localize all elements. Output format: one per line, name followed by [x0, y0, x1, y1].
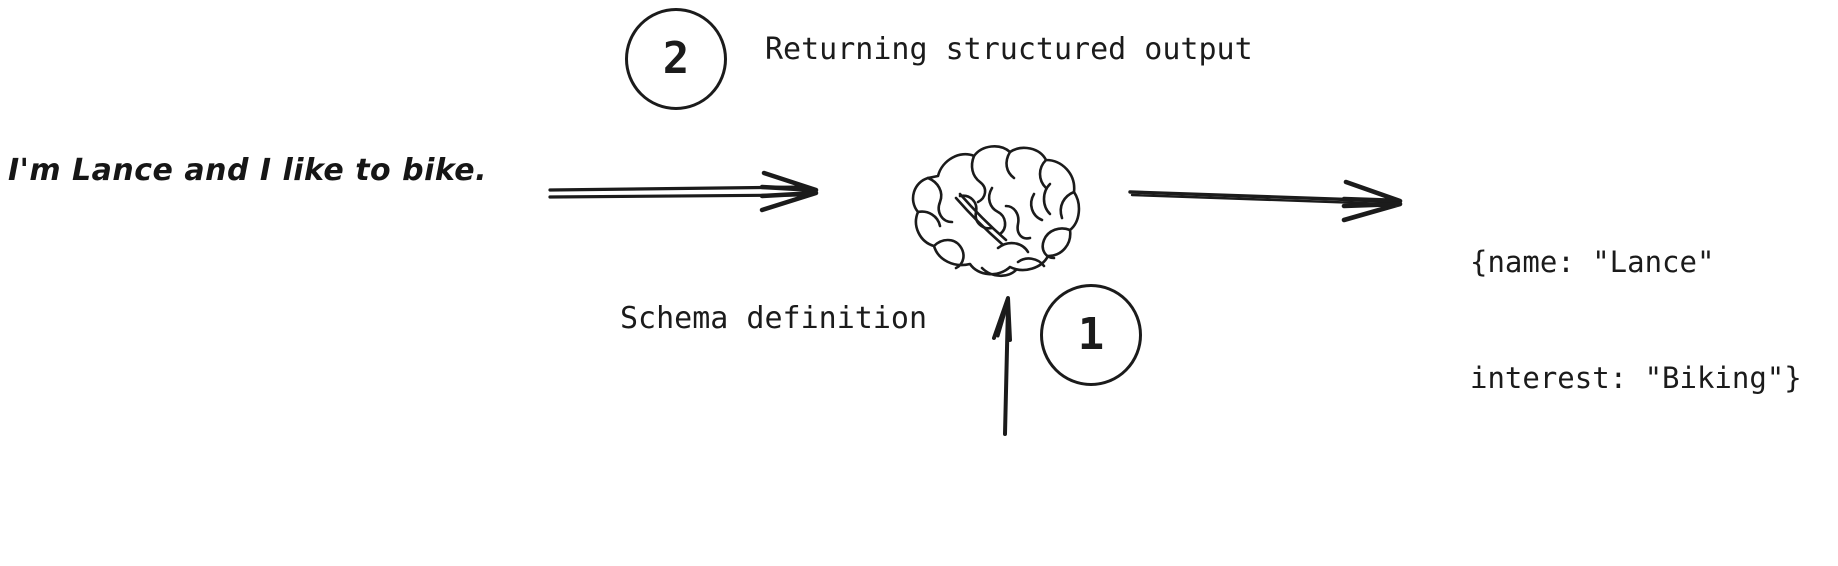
- arrow-input-to-model: [548, 160, 848, 220]
- arrow-model-to-output: [1128, 168, 1418, 228]
- arrow-schema-to-model: [982, 296, 1042, 436]
- step-badge-2: 2: [625, 8, 727, 110]
- step-1-label: Schema definition: [620, 301, 928, 336]
- step-badge-1-number: 1: [1077, 309, 1105, 360]
- output-json-line-2: interest: "Biking"}: [1470, 360, 1802, 395]
- schema-json: {name: "Person's name" interest: "Person…: [712, 484, 1212, 566]
- step-2-label: Returning structured output: [765, 32, 1253, 67]
- step-badge-2-number: 2: [662, 33, 690, 84]
- output-json-line-1: {name: "Lance": [1470, 245, 1715, 280]
- schema-json-line-1: {name: "Person's name": [712, 561, 1212, 566]
- brain-icon: [898, 136, 1086, 282]
- step-badge-1: 1: [1040, 284, 1142, 386]
- input-text: I'm Lance and I like to bike.: [8, 153, 487, 188]
- output-json: {name: "Lance" interest: "Biking"}: [1470, 166, 1802, 475]
